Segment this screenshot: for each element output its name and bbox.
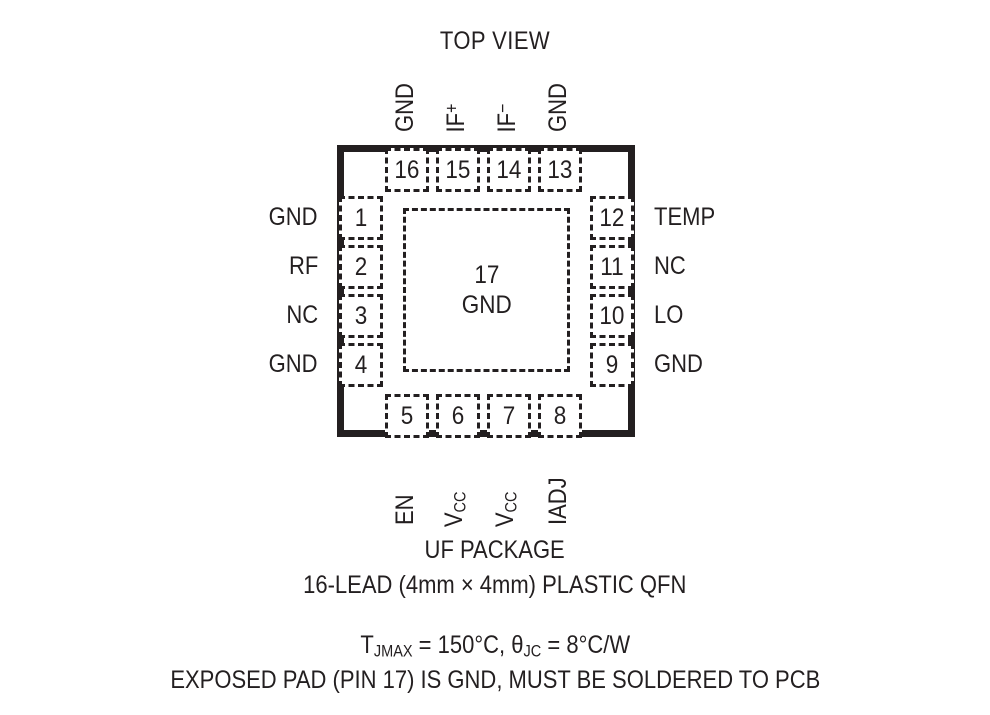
pin-label-1-gnd: GND [269,203,318,231]
pin-label-15-if-plus: IF+ [441,103,470,132]
pin-number-12: 12 [599,203,625,232]
theta-symbol: θ [511,631,524,659]
pin-label-13-gnd: GND [544,83,572,132]
exposed-center-pad: 17 GND [403,208,570,372]
pin-pad-13: 13 [538,148,582,192]
theta-value: = 8°C/W [540,631,630,659]
pin-number-16: 16 [394,155,420,184]
center-pad-signal: GND [461,291,512,319]
caption-lead-spec: 16-LEAD (4mm × 4mm) PLASTIC QFN [303,571,687,599]
pin-pad-14: 14 [487,148,531,192]
pin-pad-8: 8 [538,394,582,438]
pin-pad-12: 12 [590,196,634,240]
pin-pad-2: 2 [339,245,383,289]
pin-pad-11: 11 [590,245,634,289]
pin-label-3-nc: NC [286,301,318,329]
pin-pad-10: 10 [590,294,634,338]
pin-number-1: 1 [354,203,368,232]
pin-label-2-rf: RF [288,252,318,280]
pin-pad-5: 5 [385,394,429,438]
pin-number-13: 13 [547,155,573,184]
pin-pad-7: 7 [487,394,531,438]
pin-label-11-nc: NC [654,252,686,280]
tjmax-subscript: JMAX [373,642,413,661]
pin-number-5: 5 [400,401,414,430]
pin-label-8-iadj: IADJ [544,477,572,525]
page-title: TOP VIEW [439,27,551,55]
pin-label-9-gnd: GND [654,350,703,378]
center-pad-pin-number: 17 [473,260,500,289]
pin-pad-15: 15 [436,148,480,192]
tjmax-symbol: T [360,631,374,659]
pin-pad-1: 1 [339,196,383,240]
pin-label-5-en: EN [391,494,419,525]
pin-number-6: 6 [451,401,465,430]
caption-thermal-spec: TJMAX = 150°C, θJC = 8°C/W [0,633,990,660]
pin-pad-9: 9 [590,343,634,387]
pin-number-14: 14 [496,155,522,184]
tjmax-value: = 150°C, [412,631,512,659]
pin-label-16-gnd: GND [391,83,419,132]
pin-number-9: 9 [605,350,619,379]
package-outline [337,145,635,437]
caption-package-name: UF PACKAGE [424,536,566,564]
theta-subscript: JC [523,642,541,661]
pin-pad-3: 3 [339,294,383,338]
pin-number-7: 7 [502,401,516,430]
pin-number-8: 8 [553,401,567,430]
pin-pad-16: 16 [385,148,429,192]
pin-label-7-vcc: VCC [490,491,521,528]
caption-exposed-pad-note: EXPOSED PAD (PIN 17) IS GND, MUST BE SOL… [170,666,820,694]
pin-label-6-vcc: VCC [439,491,470,528]
pin-pad-6: 6 [436,394,480,438]
pin-number-11: 11 [600,252,624,281]
pin-number-4: 4 [354,350,368,379]
pin-label-4-gnd: GND [269,350,318,378]
pin-label-10-lo: LO [654,301,684,329]
pin-label-12-temp: TEMP [654,203,716,231]
pin-number-3: 3 [354,301,368,330]
pin-number-15: 15 [445,155,471,184]
pin-label-14-if-minus: IF− [492,103,521,132]
pin-pad-4: 4 [339,343,383,387]
pin-number-2: 2 [354,252,368,281]
pin-number-10: 10 [599,301,625,330]
